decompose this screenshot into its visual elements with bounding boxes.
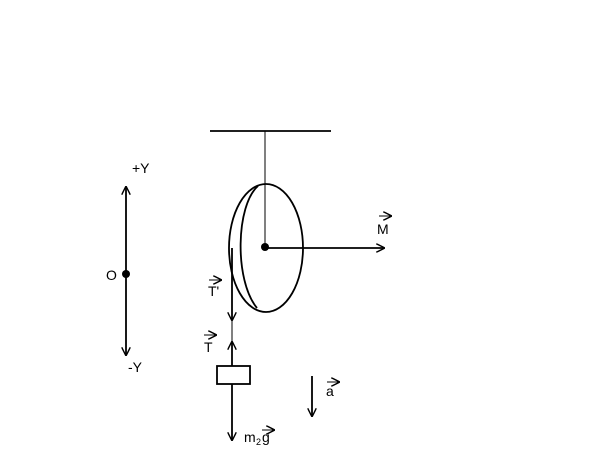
weight-label-m: m (244, 429, 256, 445)
acceleration-label: a (326, 383, 334, 399)
pulley-rope-wrap (239, 185, 259, 309)
acceleration-label-group: a (326, 382, 339, 399)
y-axis: +Y -Y O (106, 160, 150, 375)
y-axis-minus-label: -Y (128, 359, 143, 375)
moment-label: M (377, 221, 389, 237)
tension-prime-label-group: T' (208, 280, 221, 299)
weight-label-group: m 2 g (244, 429, 274, 447)
weight-label-g: g (262, 429, 270, 445)
hanging-mass-block (216, 365, 251, 385)
origin-point (122, 270, 130, 278)
tension-label-group: T (204, 335, 216, 355)
tension-prime-label: T' (208, 283, 219, 299)
moment-label-group: M (377, 216, 391, 237)
origin-label: O (106, 267, 117, 283)
weight-label-subscript: 2 (256, 437, 261, 447)
tension-label: T (204, 339, 213, 355)
y-axis-plus-label: +Y (132, 160, 150, 176)
pulley-axle (261, 243, 269, 251)
